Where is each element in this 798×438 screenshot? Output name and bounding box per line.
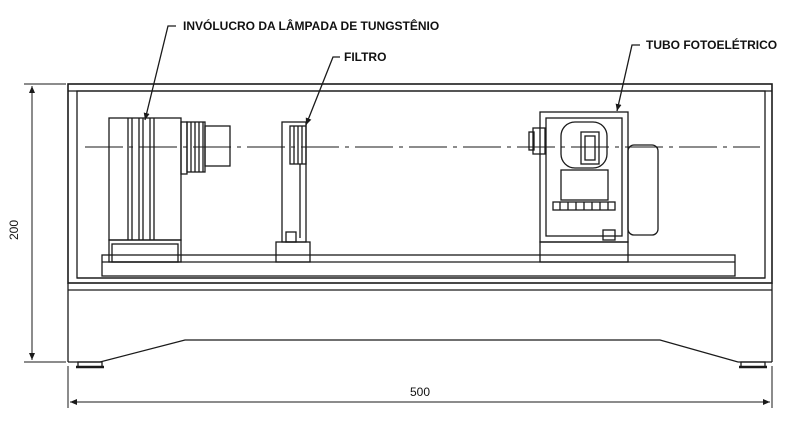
lamp-housing (108, 117, 231, 263)
label-lamp-housing: INVÓLUCRO DA LÂMPADA DE TUNGSTÊNIO (183, 18, 439, 33)
dimension-width (67, 366, 773, 408)
cabinet (67, 83, 773, 284)
phototube-assembly (528, 111, 659, 263)
leader-phototube (615, 44, 640, 112)
leader-filter (305, 56, 340, 126)
foot-left (76, 361, 104, 369)
dimension-height (24, 83, 66, 363)
dimension-height-value: 200 (7, 220, 21, 240)
foot-right (739, 361, 767, 369)
label-phototube: TUBO FOTOELÉTRICO (646, 37, 777, 52)
dimension-width-value: 500 (410, 385, 430, 399)
optical-bench (101, 254, 736, 277)
label-filter: FILTRO (344, 50, 386, 64)
base (67, 283, 773, 363)
filter-holder (275, 121, 311, 263)
leader-lamp-housing (143, 25, 176, 121)
